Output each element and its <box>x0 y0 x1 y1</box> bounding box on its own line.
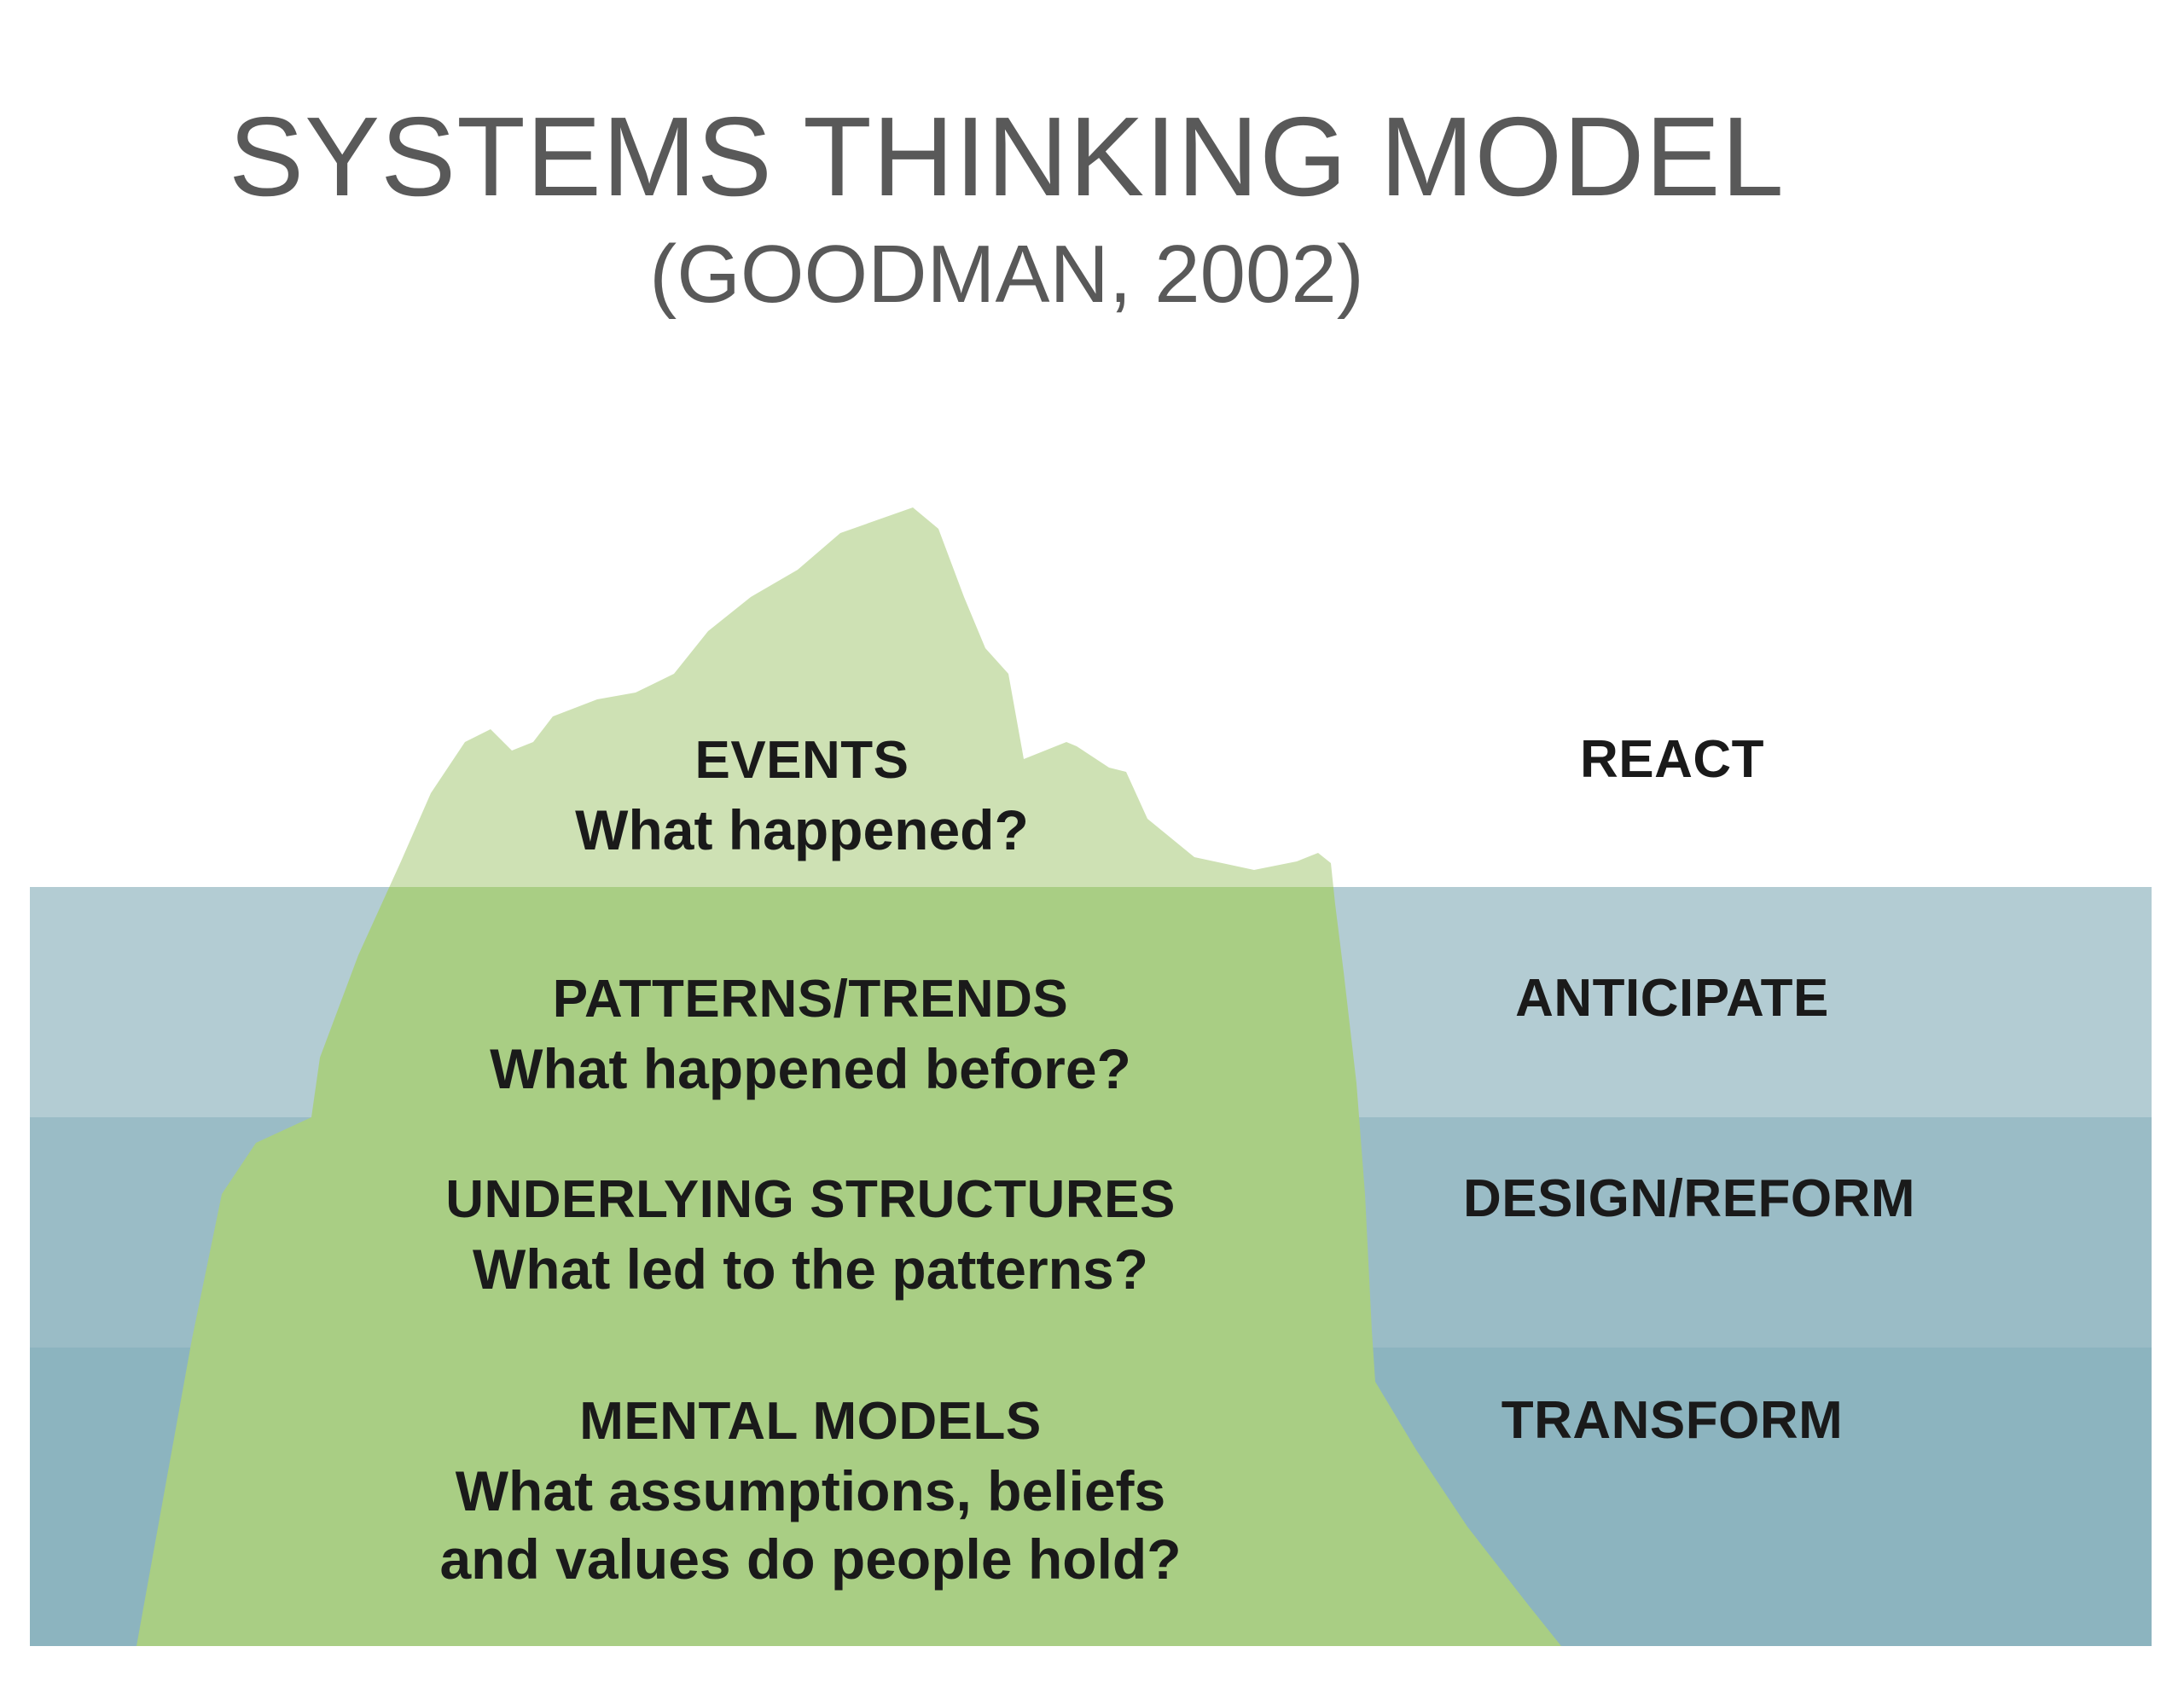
level-4-question-line-2: and values do people hold? <box>439 1528 1182 1591</box>
iceberg-above-water <box>389 507 1333 887</box>
title-block: SYSTEMS THINKING MODEL (GOODMAN, 2002) <box>0 101 2013 316</box>
level-2-action: ANTICIPATE <box>1515 969 1829 1028</box>
level-3-action: DESIGN/REFORM <box>1462 1169 1916 1228</box>
page-title: SYSTEMS THINKING MODEL <box>229 94 1785 219</box>
level-4-question-line-1: What assumptions, beliefs <box>455 1459 1166 1522</box>
level-3-title: UNDERLYING STRUCTURES <box>445 1170 1176 1229</box>
level-1-action: REACT <box>1579 730 1765 789</box>
level-4-title: MENTAL MODELS <box>579 1392 1042 1451</box>
level-1-title: EVENTS <box>694 731 909 790</box>
level-4-action: TRANSFORM <box>1501 1391 1844 1450</box>
level-1-question: What happened? <box>575 798 1029 861</box>
page-subtitle: (GOODMAN, 2002) <box>649 229 1364 320</box>
level-3-question: What led to the patterns? <box>473 1238 1148 1301</box>
level-2-question: What happened before? <box>490 1037 1131 1100</box>
iceberg-below-water <box>136 887 1561 1646</box>
level-2-title: PATTERNS/TRENDS <box>552 970 1069 1029</box>
